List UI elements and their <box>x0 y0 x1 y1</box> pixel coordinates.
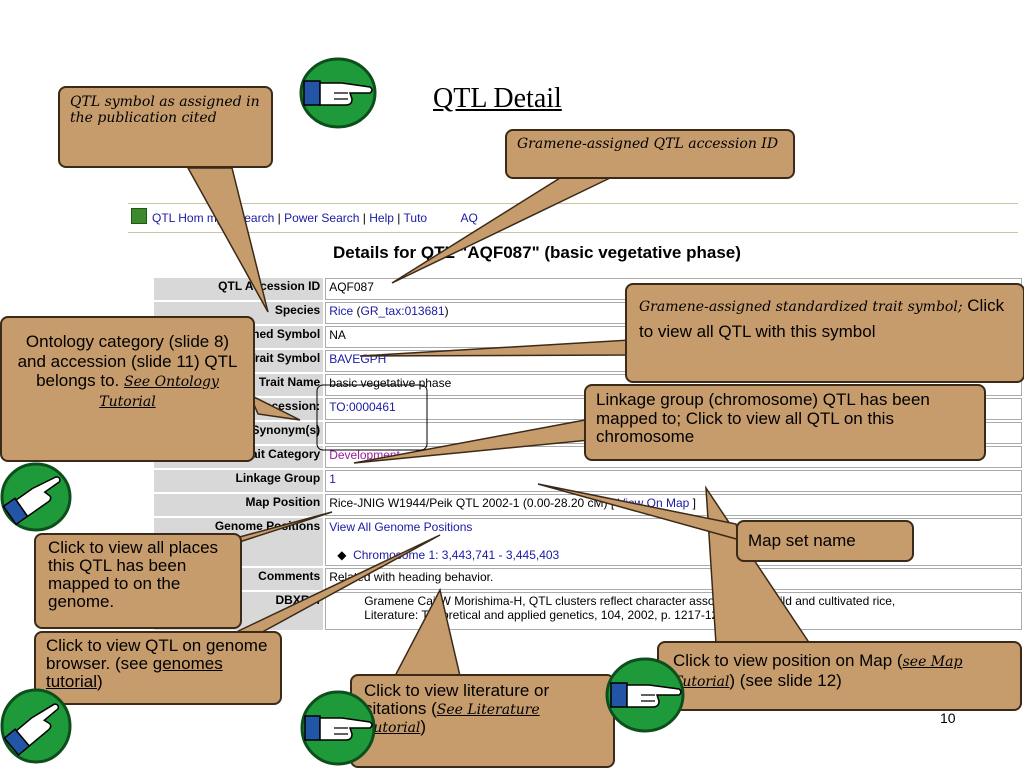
qtl-logo-icon <box>131 208 147 224</box>
linkage-group-link[interactable]: 1 <box>329 472 336 486</box>
callout-accession-id: Gramene-assigned QTL accession ID <box>505 129 795 179</box>
species-link[interactable]: Rice <box>329 304 354 318</box>
page-heading: Details for QTL "AQF087" (basic vegetati… <box>333 243 741 262</box>
pointing-hand-icon[interactable] <box>300 690 376 766</box>
slide-number: 10 <box>940 710 956 726</box>
pointing-hand-icon[interactable] <box>0 462 72 532</box>
callout-genome-all: Click to view all places this QTL has be… <box>34 533 242 629</box>
comments-value: Related with heading behavior. <box>325 568 1022 590</box>
genomes-tutorial-link[interactable]: genomes tutorial <box>46 653 223 691</box>
pointing-hand-icon[interactable] <box>298 57 378 129</box>
nav-tutorial[interactable]: Tuto <box>403 211 428 225</box>
pointing-hand-icon[interactable] <box>605 657 685 733</box>
callout-linkage-group: Linkage group (chromosome) QTL has been … <box>584 384 986 461</box>
map-set-name: Rice-JNIG W1944/Peik QTL 2002-1 (0.00-28… <box>329 496 618 510</box>
nav-links: QTL Hom mple Search | Power Search | Hel… <box>152 211 478 225</box>
dbxref-value: Gramene Cai-W Morishima-H, QTL clusters … <box>325 592 1022 630</box>
map-position-value: Rice-JNIG W1944/Peik QTL 2002-1 (0.00-28… <box>325 494 1022 516</box>
table-row: Comments Related with heading behavior. <box>154 568 1022 590</box>
map-tutorial-link[interactable]: see Map Tutorial <box>673 654 963 690</box>
map-position-end: ] <box>689 496 697 510</box>
callout-map-set: Map set name <box>736 520 914 562</box>
table-row: Map Position Rice-JNIG W1944/Peik QTL 20… <box>154 494 1022 516</box>
row-label: Linkage Group <box>154 470 324 492</box>
pointing-hand-icon[interactable] <box>0 688 72 764</box>
trait-symbol-link[interactable]: BAVEGPH <box>329 352 387 366</box>
callout-qtl-symbol: QTL symbol as assigned in the publicatio… <box>58 86 273 168</box>
nav-qtl-home[interactable]: QTL Hom <box>152 211 204 225</box>
view-on-map-link[interactable]: View On Map <box>617 496 690 510</box>
callout-map-position: Click to view position on Map (see Map T… <box>657 641 1022 711</box>
callout-trait-symbol: Gramene-assigned standardized trait symb… <box>625 283 1024 383</box>
callout-ontology: Ontology category (slide 8) and accessio… <box>0 316 255 462</box>
view-all-genome-positions-link[interactable]: View All Genome Positions <box>329 520 473 534</box>
chromosome-position-link[interactable]: Chromosome 1: 3,443,741 - 3,445,403 <box>353 548 560 562</box>
dbxref-line-1[interactable]: Gramene Cai-W Morishima-H, QTL clusters … <box>364 594 896 608</box>
slide-title: QTL Detail <box>433 83 562 114</box>
row-label: QTL Accession ID <box>154 278 324 300</box>
trait-accession-link[interactable]: TO:0000461 <box>329 400 396 414</box>
callout-genome-browser: Click to view QTL on genome browser. (se… <box>34 631 282 705</box>
table-row: Linkage Group 1 <box>154 470 1022 492</box>
nav-power-search[interactable]: Power Search <box>284 211 360 225</box>
genome-positions-value: View All Genome Positions ◆ Chromosome 1… <box>325 518 1022 566</box>
taxonomy-link[interactable]: GR_tax:013681 <box>360 304 445 318</box>
literature-tutorial-link[interactable]: See Literature Tutorial <box>364 701 540 736</box>
callout-literature: Click to view literature or citations (S… <box>350 674 615 768</box>
nav-simple-search[interactable]: mple Search <box>206 211 275 225</box>
dbxref-line-2[interactable]: Literature: Theoretical and applied gene… <box>364 608 732 622</box>
nav-simple-search-wrapper: mple Search <box>204 211 275 225</box>
ontology-tutorial-link[interactable]: See Ontology Tutorial <box>99 374 219 410</box>
trait-category-link[interactable]: Development <box>329 448 400 462</box>
row-label: Map Position <box>154 494 324 516</box>
chromosome-bullet: ◆ <box>337 548 354 562</box>
nav-faq[interactable]: AQ <box>460 211 478 225</box>
table-row: DBXRef Gramene Cai-W Morishima-H, QTL cl… <box>154 592 1022 630</box>
nav-help[interactable]: Help <box>369 211 394 225</box>
linkage-group-value: 1 <box>325 470 1022 492</box>
